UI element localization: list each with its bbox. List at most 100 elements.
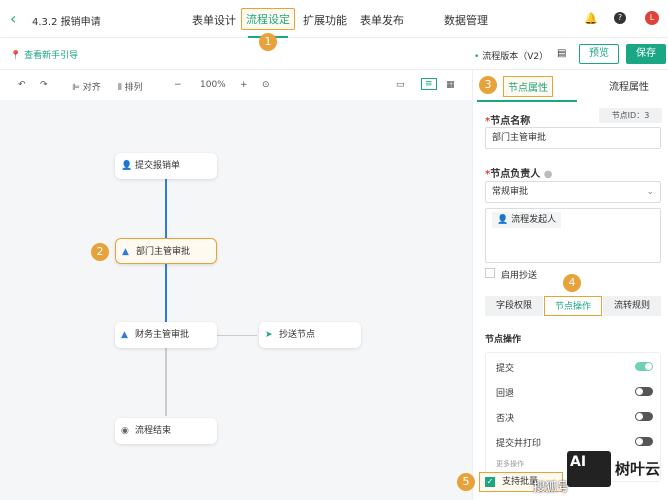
watermark-source: 搜狐号 (533, 480, 570, 494)
cc-label: 启用抄送 (501, 271, 538, 281)
batch-label: 支持批量 (502, 477, 539, 487)
step-badge-2: 2 (91, 243, 109, 261)
edge (217, 335, 257, 336)
user-icon: 👤 (121, 161, 133, 171)
approver-icon: ▲ (122, 247, 129, 257)
cc-checkbox[interactable] (485, 268, 495, 278)
logo-text: AI (570, 454, 587, 470)
toggle-submit-print[interactable] (635, 437, 653, 446)
toggle-reject[interactable] (635, 412, 653, 421)
version-label[interactable]: • 流程版本（V2） (474, 52, 549, 62)
tab-extensions[interactable]: 扩展功能 (303, 14, 347, 27)
align-icon: ⊫ (72, 83, 80, 93)
node-name-input[interactable]: 部门主管审批 (485, 127, 661, 149)
chevron-down-icon: ⌄ (646, 187, 654, 197)
send-icon: ➤ (265, 330, 273, 340)
zoom-level: 100% (200, 80, 226, 90)
avatar[interactable]: L (645, 11, 659, 25)
step-badge-1: 1 (259, 33, 277, 51)
tab-flow-settings[interactable]: 流程设定 (241, 8, 295, 30)
help-icon[interactable]: ● (543, 169, 553, 180)
guide-link[interactable]: 📍 查看新手引导 (10, 48, 78, 61)
user-icon: 👤 (497, 215, 509, 225)
sub-bar: 📍 查看新手引导 • 流程版本（V2） ▤ 预览 保存 (0, 38, 668, 70)
segment-field-permissions[interactable]: 字段权限 (485, 296, 543, 316)
node-label: 抄送节点 (279, 330, 316, 340)
guide-label: 查看新手引导 (24, 51, 79, 61)
arrange-icon: ⫴ (118, 83, 122, 93)
help-icon[interactable]: ? (614, 12, 626, 24)
edge (165, 262, 167, 322)
undo-icon[interactable]: ↶ (18, 80, 26, 90)
back-icon[interactable]: ‹ (10, 9, 17, 28)
save-button[interactable]: 保存 (626, 44, 666, 64)
flow-node-dept-approval[interactable]: ▲ 部门主管审批 (115, 238, 217, 264)
node-label: 部门主管审批 (136, 247, 191, 257)
owner-tag: 👤 流程发起人 (492, 212, 562, 228)
properties-panel: 3 节点属性 流程属性 *节点名称 节点ID：3 部门主管审批 *节点负责人 ●… (457, 70, 668, 500)
arrange-label: 排列 (124, 83, 143, 93)
flow-node-end[interactable]: ◉ 流程结束 (115, 418, 217, 444)
approver-icon: ▲ (121, 330, 128, 340)
tab-form-design[interactable]: 表单设计 (192, 14, 236, 27)
batch-option[interactable]: ✓ 支持批量 (479, 472, 563, 492)
preview-button[interactable]: 预览 (579, 44, 619, 64)
label-text: 节点名称 (490, 116, 531, 127)
notification-icon[interactable]: 🔔 (584, 12, 598, 25)
ops-title: 节点操作 (485, 335, 522, 345)
op-label: 回退 (496, 389, 515, 399)
op-label: 提交 (496, 364, 515, 374)
owner-type-select[interactable]: 常规审批 ⌄ (485, 181, 661, 203)
label-text: 节点负责人 (490, 169, 541, 180)
zoom-out-icon[interactable]: − (174, 80, 182, 90)
watermark-brand: 树叶云 (615, 460, 661, 478)
toggle-submit[interactable] (635, 362, 653, 371)
app-title: 4.3.2 报销申请 (32, 17, 101, 28)
grid-view-icon[interactable]: ▦ (446, 80, 455, 90)
end-icon: ◉ (121, 426, 129, 436)
owner-label: *节点负责人 ● (485, 169, 553, 180)
arrange-button[interactable]: ⫴ 排列 (118, 80, 143, 93)
more-ops-link[interactable]: 更多操作 (496, 460, 524, 468)
edge (165, 348, 167, 416)
zoom-in-icon[interactable]: + (240, 80, 248, 90)
op-label: 提交并打印 (496, 439, 542, 449)
node-label: 流程结束 (135, 426, 172, 436)
notes-icon[interactable]: ▤ (557, 48, 567, 59)
redo-icon[interactable]: ↷ (40, 80, 48, 90)
canvas-toolbar: ↶ ↷ ⊫ 对齐 ⫴ 排列 − 100% + ⊙ ▭ ≡ ▦ (0, 70, 472, 100)
tab-flow-properties[interactable]: 流程属性 (609, 82, 649, 93)
op-label: 否决 (496, 414, 515, 424)
tab-node-properties[interactable]: 节点属性 (503, 76, 553, 97)
minimap-icon[interactable]: ▭ (396, 80, 405, 90)
panel-tab-indicator (477, 100, 577, 102)
flow-canvas[interactable]: 👤提交报销单 ▲ 部门主管审批 ▲ 财务主管审批 ➤ 抄送节点 ◉ 流程结束 2 (0, 100, 472, 500)
node-name-label: *节点名称 (485, 116, 531, 127)
step-badge-5: 5 (457, 473, 475, 491)
edge (165, 178, 167, 240)
step-badge-3: 3 (479, 76, 497, 94)
owner-list[interactable]: 👤 流程发起人 (485, 208, 661, 263)
list-view-icon[interactable]: ≡ (421, 78, 437, 90)
watermark-logo: AI (567, 451, 611, 487)
tab-publish[interactable]: 表单发布 (360, 14, 404, 27)
segment-node-operations[interactable]: 节点操作 (544, 296, 602, 316)
node-label: 财务主管审批 (135, 330, 190, 340)
flow-node-submit[interactable]: 👤提交报销单 (115, 153, 217, 179)
toggle-return[interactable] (635, 387, 653, 396)
pin-icon: 📍 (10, 51, 22, 61)
flow-node-cc[interactable]: ➤ 抄送节点 (259, 322, 361, 348)
align-button[interactable]: ⊫ 对齐 (72, 80, 101, 93)
node-label: 提交报销单 (135, 161, 181, 171)
select-value: 常规审批 (492, 187, 529, 197)
checkbox-checked-icon: ✓ (485, 477, 495, 487)
flow-node-finance-approval[interactable]: ▲ 财务主管审批 (115, 322, 217, 348)
top-bar: ‹ 4.3.2 报销申请 表单设计 流程设定 扩展功能 表单发布 数据管理 🔔 … (0, 0, 668, 38)
tab-data-management[interactable]: 数据管理 (444, 14, 488, 27)
version-text: 流程版本（V2） (482, 52, 549, 62)
locate-icon[interactable]: ⊙ (262, 80, 270, 90)
segment-flow-rules[interactable]: 流转规则 (603, 296, 661, 316)
node-id-badge: 节点ID：3 (599, 108, 662, 123)
tag-label: 流程发起人 (511, 215, 557, 225)
step-badge-4: 4 (563, 274, 581, 292)
